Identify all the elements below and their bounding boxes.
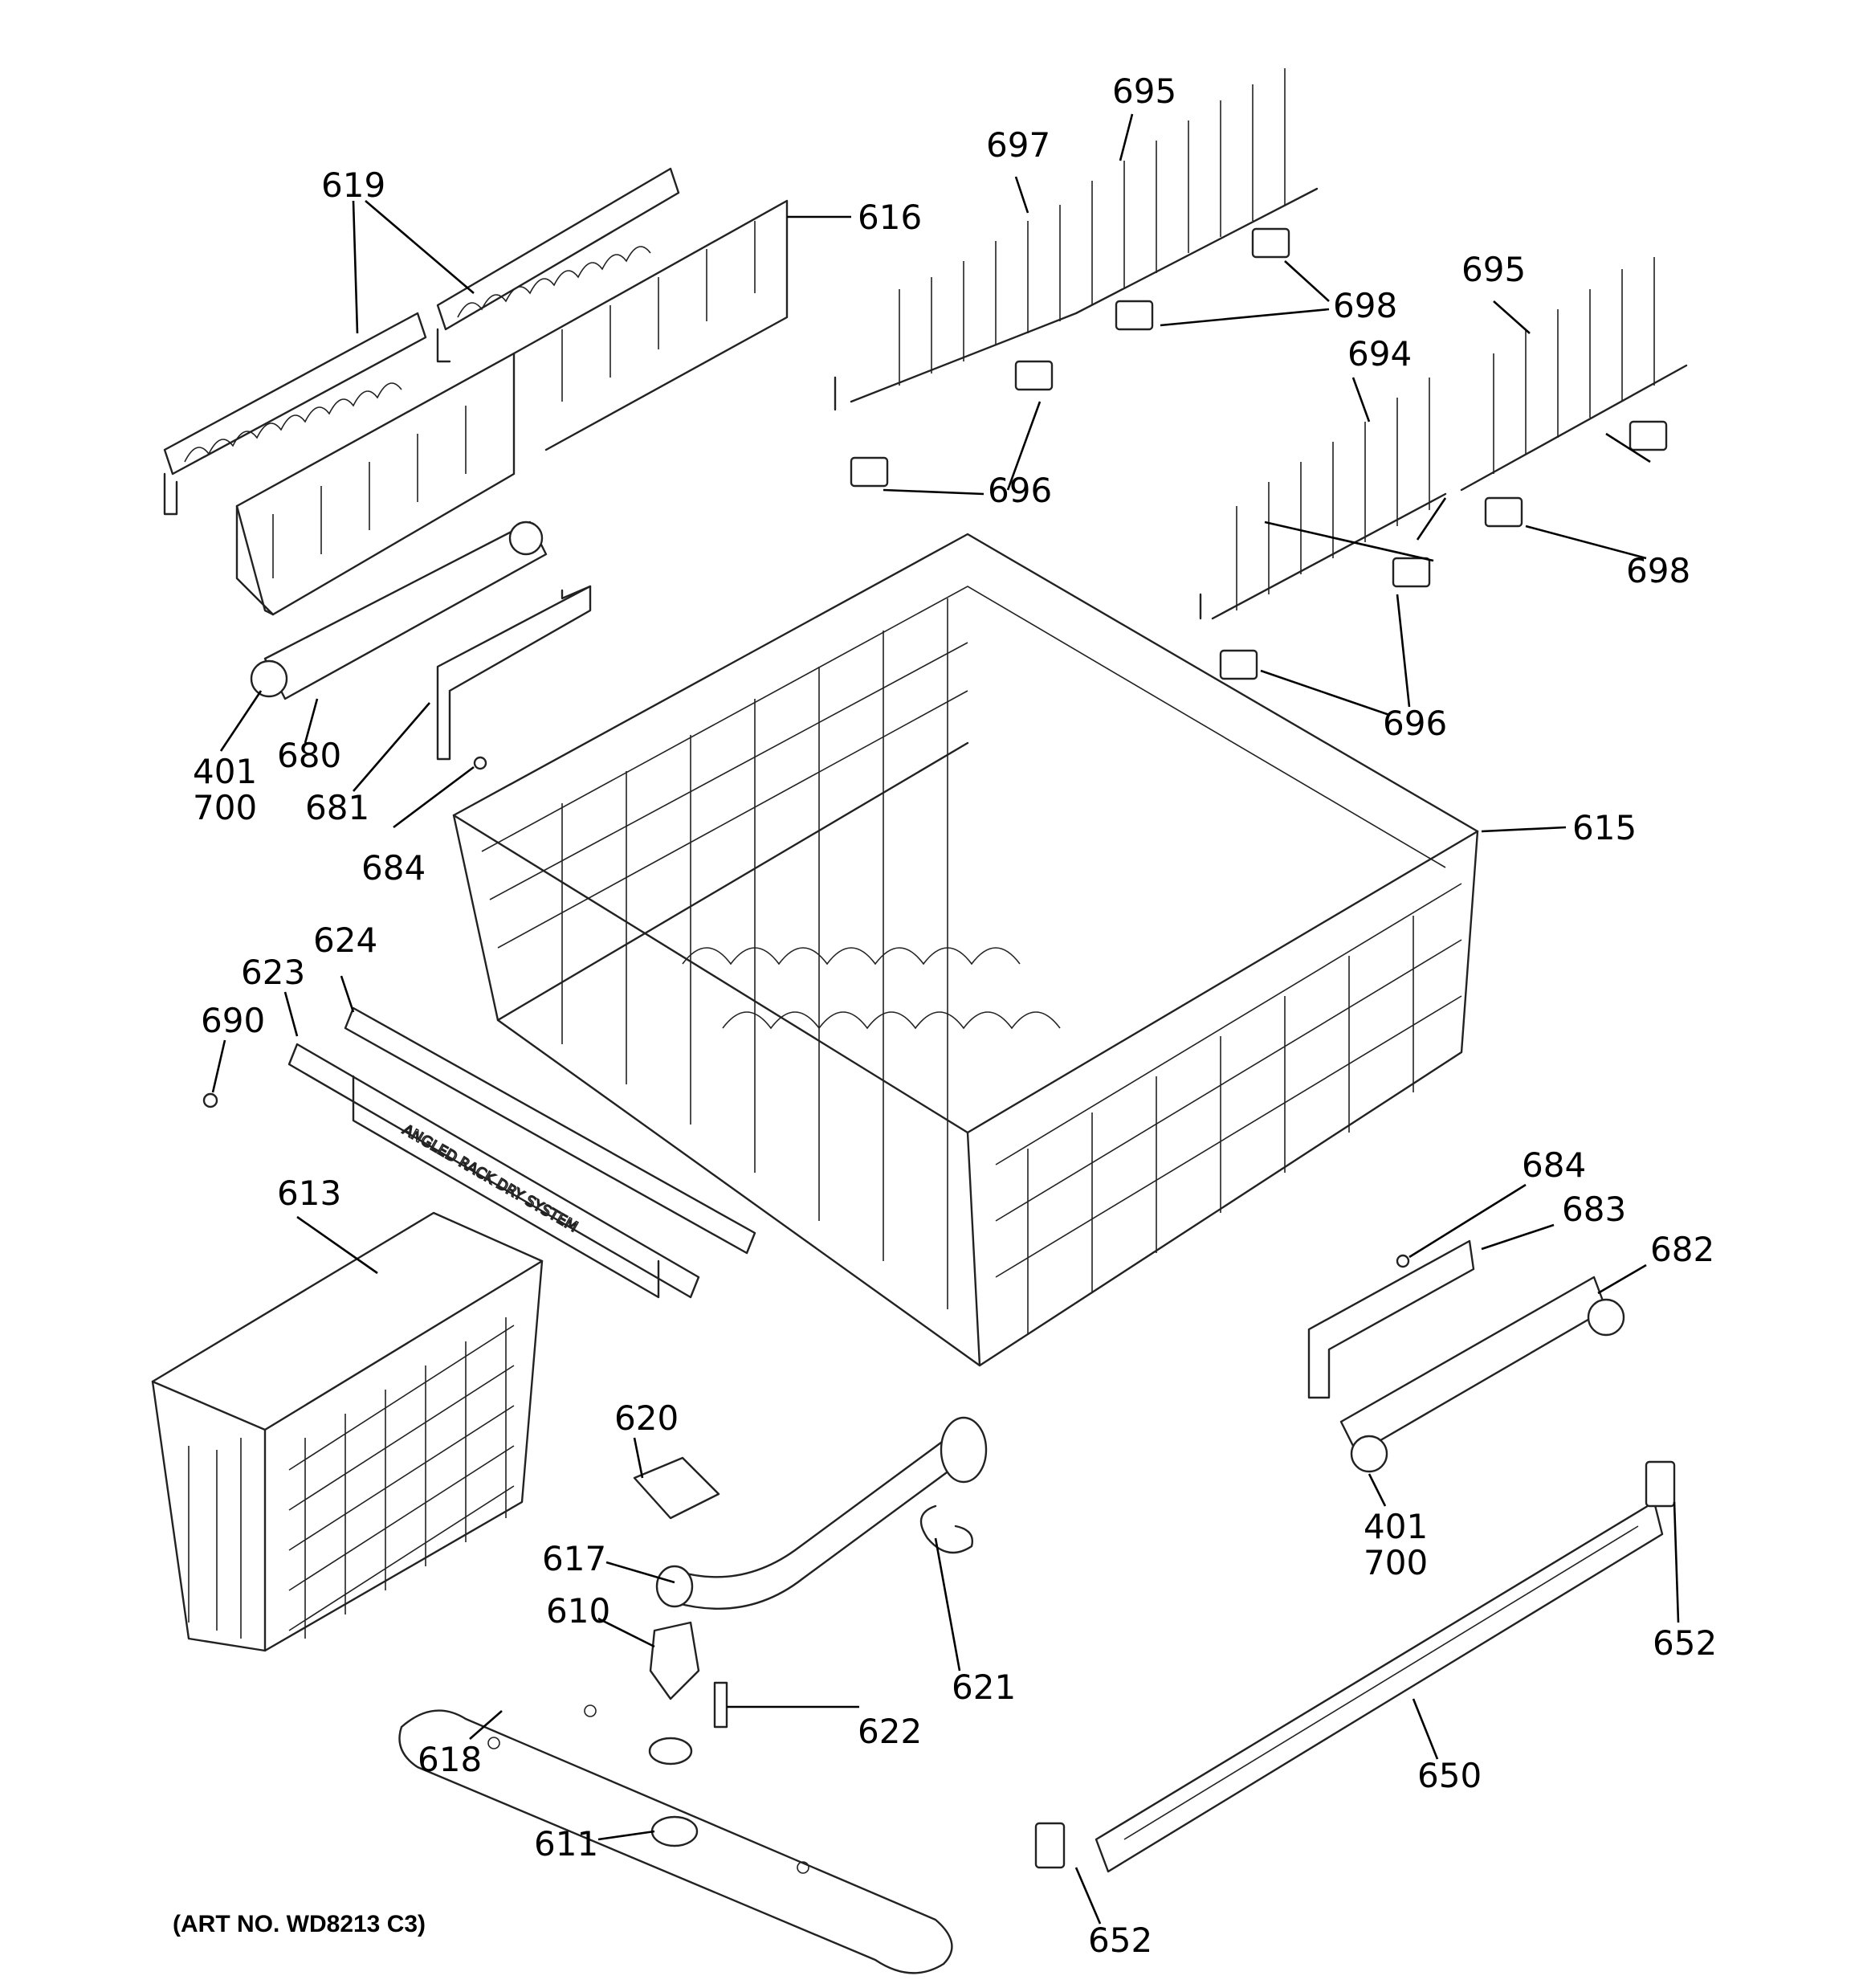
part-650-rail [1095,1500,1664,1873]
callout-610: 610 [546,1591,610,1631]
part-620-clip [633,1456,720,1520]
callout-700-right: 700 [1364,1543,1428,1582]
part-694-tine-assembly-lower [1199,257,1688,620]
callout-695-lower: 695 [1461,250,1526,289]
part-613-silverware-basket [151,1211,544,1652]
callout-700-left: 700 [193,788,257,827]
part-610-bearing [649,1621,700,1700]
callout-613: 613 [277,1174,341,1213]
part-624-nozzle-bar [344,1006,756,1255]
callout-620: 620 [614,1398,679,1438]
callout-684-left: 684 [361,848,426,888]
callout-680: 680 [277,736,341,775]
part-681-rail-bracket-left [436,585,592,761]
part-696-clips [850,360,1431,680]
callout-652-left: 652 [1088,1921,1152,1960]
part-683-rail-bracket-right [1307,1239,1475,1399]
callout-682: 682 [1650,1230,1714,1269]
leader-lines [211,113,1680,1925]
part-621-clamp [919,1504,973,1554]
callout-615: 615 [1572,808,1637,847]
callout-616: 616 [858,198,922,237]
callout-617: 617 [542,1539,606,1578]
part-652-end-caps [1034,1460,1676,1869]
part-682-roller-bracket-right [1339,1276,1625,1473]
callout-401-right: 401 [1364,1507,1428,1546]
part-619-tine-rows [163,167,680,516]
callout-690: 690 [201,1001,265,1040]
part-616-rack-frames [235,199,789,616]
callout-696-upper: 696 [988,471,1052,510]
callout-618: 618 [418,1740,482,1779]
part-617-water-tube [655,1416,988,1610]
callout-652-right: 652 [1653,1623,1717,1663]
callout-683: 683 [1562,1190,1626,1229]
part-684-screw-left [473,756,487,770]
callout-697: 697 [986,125,1050,165]
part-622-screw [713,1681,728,1729]
part-615-upper-rack [452,533,1479,1367]
art-number: (ART NO. WD8213 C3) [173,1911,426,1937]
callout-611: 611 [534,1824,598,1863]
part-698-clips [1115,227,1668,528]
callout-622: 622 [858,1712,922,1751]
callout-698-upper: 698 [1333,286,1397,325]
callout-619: 619 [321,165,385,205]
callout-401-left: 401 [193,752,257,791]
callout-labels: 619 616 697 695 698 695 694 698 696 696 … [193,71,1717,1960]
callout-624: 624 [313,921,377,960]
part-680-roller-bracket-left [250,520,548,700]
callout-621: 621 [952,1668,1016,1707]
part-690-screw [202,1092,218,1108]
callout-650: 650 [1417,1756,1482,1795]
part-697-tine-assembly-upper [834,68,1319,411]
callout-698-lower: 698 [1626,551,1690,590]
callout-695-upper: 695 [1112,71,1176,111]
callout-694: 694 [1347,334,1412,374]
callout-623: 623 [241,953,305,992]
callout-684-right: 684 [1522,1145,1586,1185]
part-684-screw-right [1396,1254,1410,1268]
callout-681: 681 [305,788,369,827]
part-611-washer [650,1815,699,1847]
callout-696-lower: 696 [1383,704,1447,743]
